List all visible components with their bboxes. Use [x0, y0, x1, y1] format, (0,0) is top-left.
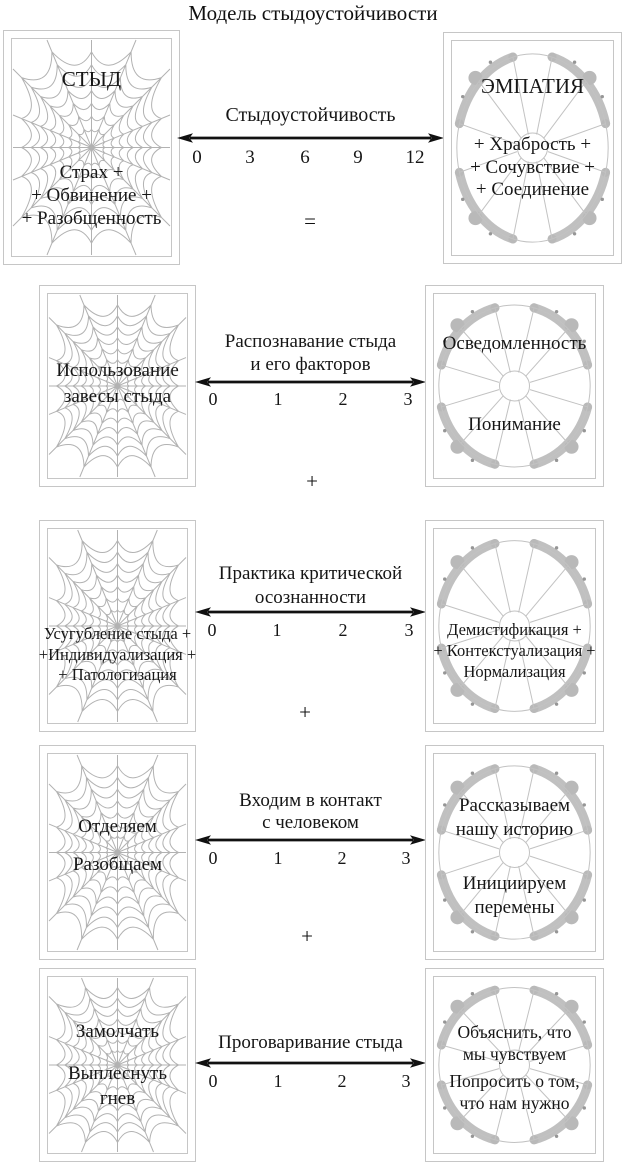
understanding-label: Понимание — [468, 414, 561, 435]
inner-frame — [47, 976, 188, 1154]
anger-label: Выплеснуть гнев — [67, 1063, 168, 1109]
inner-frame — [47, 293, 188, 479]
shame-components: Страх + + Обвинение + + Разобщенность — [21, 162, 162, 229]
scale-label-row3-line2: осознанности — [254, 587, 367, 608]
inner-frame — [451, 40, 614, 256]
shame-panel-row2: Использование завесы стыда — [39, 285, 196, 487]
inner-frame — [433, 976, 596, 1154]
operator-plus: + — [301, 924, 313, 948]
share-story-label: Рассказываем нашу историю — [455, 795, 574, 840]
scale-label-row4-line1: Входим в контакт — [239, 790, 382, 811]
shame-title: СТЫД — [61, 67, 122, 91]
scale-label-row3-line1: Практика критической — [218, 563, 403, 584]
figure-title: Модель стыдоустойчивости — [188, 1, 438, 25]
scale-ticks-row1: 0 3 6 9 12 — [178, 147, 443, 171]
scale-ticks-row5: 0 1 2 3 — [195, 1070, 426, 1094]
create-change-label: Инициируем перемены — [462, 873, 567, 918]
separate-label: Отделяем — [78, 816, 157, 837]
scale-tick: 0 — [208, 848, 218, 868]
scale-tick: 3 — [401, 848, 411, 868]
wheel-illustration — [436, 985, 593, 1145]
scale-tick: 2 — [337, 848, 347, 868]
scale-tick: 0 — [192, 147, 202, 168]
empathy-panel-row1: ЭМПАТИЯ + Храбрость + + Сочувствие + + С… — [443, 32, 622, 264]
scale-tick: 0 — [207, 620, 217, 640]
scale-tick: 12 — [405, 147, 425, 168]
scale-tick: 2 — [338, 389, 348, 409]
inner-frame — [11, 38, 172, 257]
scale-tick: 1 — [273, 389, 283, 409]
scale-tick: 3 — [403, 389, 413, 409]
spiderweb-illustration — [48, 294, 187, 478]
empathy-panel-row3: Демистификация + + Контекстуализация + Н… — [425, 520, 604, 732]
scale-tick: 6 — [300, 147, 310, 168]
scale-tick: 3 — [404, 620, 414, 640]
spiderweb-illustration — [12, 39, 171, 256]
scale-tick: 9 — [353, 147, 363, 168]
scale-tick: 1 — [272, 620, 282, 640]
shame-behavior-label: Использование завесы стыда — [56, 360, 179, 407]
scale-label-row4-line2: с человеком — [262, 812, 359, 833]
wheel-illustration — [436, 539, 593, 713]
spiderweb-illustration — [48, 977, 187, 1153]
scale-ticks-row2: 0 1 2 3 — [195, 388, 426, 412]
disconnect-label: Разобщаем — [72, 854, 163, 875]
wheel-illustration — [436, 303, 593, 469]
spiderweb-illustration — [48, 529, 187, 723]
scale-label-row5: Проговаривание стыда — [218, 1032, 403, 1053]
scale-tick: 2 — [338, 620, 348, 640]
wheel-illustration — [436, 764, 593, 941]
scale-tick: 1 — [273, 1071, 283, 1091]
inner-frame — [433, 528, 596, 724]
empathy-panel-row4: Рассказываем нашу историю Инициируем пер… — [425, 745, 604, 960]
double-arrow-row3 — [195, 607, 426, 617]
inner-frame — [47, 753, 188, 952]
operator-plus: + — [306, 469, 318, 493]
shame-panel-row3: Усугубление стыда + +Индивидуализация + … — [39, 520, 196, 732]
shame-reinforcing-label: Усугубление стыда + +Индивидуализация + … — [38, 624, 197, 684]
scale-tick: 0 — [208, 1071, 218, 1091]
awareness-label: Осведомленность — [442, 333, 587, 354]
shame-panel-row5: Замолчать Выплеснуть гнев — [39, 968, 196, 1162]
demystify-label: Демистификация + + Контекстуализация + Н… — [433, 620, 596, 681]
scale-tick: 3 — [245, 147, 255, 168]
scale-ticks-row3: 0 1 2 3 — [195, 619, 426, 643]
wheel-illustration — [454, 52, 611, 244]
scale-tick: 1 — [273, 848, 283, 868]
inner-frame — [433, 293, 596, 479]
operator-plus: + — [299, 700, 311, 724]
double-arrow-row4 — [195, 835, 426, 845]
silence-label: Замолчать — [75, 1021, 160, 1042]
empathy-title: ЭМПАТИЯ — [480, 74, 585, 98]
empathy-components: + Храбрость + + Сочувствие + + Соединени… — [470, 134, 595, 200]
empathy-panel-row2: Осведомленность Понимание — [425, 285, 604, 487]
scale-tick: 2 — [337, 1071, 347, 1091]
express-feelings-label: Объяснить, что мы чувствуем — [457, 1022, 572, 1064]
scale-label-row2-line2: и его факторов — [250, 354, 371, 375]
scale-tick: 3 — [401, 1071, 411, 1091]
operator-equals: = — [304, 209, 316, 233]
shame-panel-row4: Отделяем Разобщаем — [39, 745, 196, 960]
inner-frame — [433, 753, 596, 952]
double-arrow-row5 — [195, 1058, 426, 1068]
double-arrow-row1 — [177, 133, 444, 143]
inner-frame — [47, 528, 188, 724]
scale-tick: 0 — [208, 389, 218, 409]
scale-label-row1: Стыдоустойчивость — [225, 104, 396, 126]
empathy-panel-row5: Объяснить, что мы чувствуем Попросить о … — [425, 968, 604, 1162]
scale-label-row2-line1: Распознавание стыда — [224, 331, 397, 352]
double-arrow-row2 — [195, 377, 426, 387]
scale-ticks-row4: 0 1 2 3 — [195, 847, 426, 871]
spiderweb-illustration — [48, 754, 187, 951]
ask-needs-label: Попросить о том, что нам нужно — [449, 1071, 580, 1113]
shame-panel-row1: СТЫД Страх + + Обвинение + + Разобщеннос… — [3, 30, 180, 265]
